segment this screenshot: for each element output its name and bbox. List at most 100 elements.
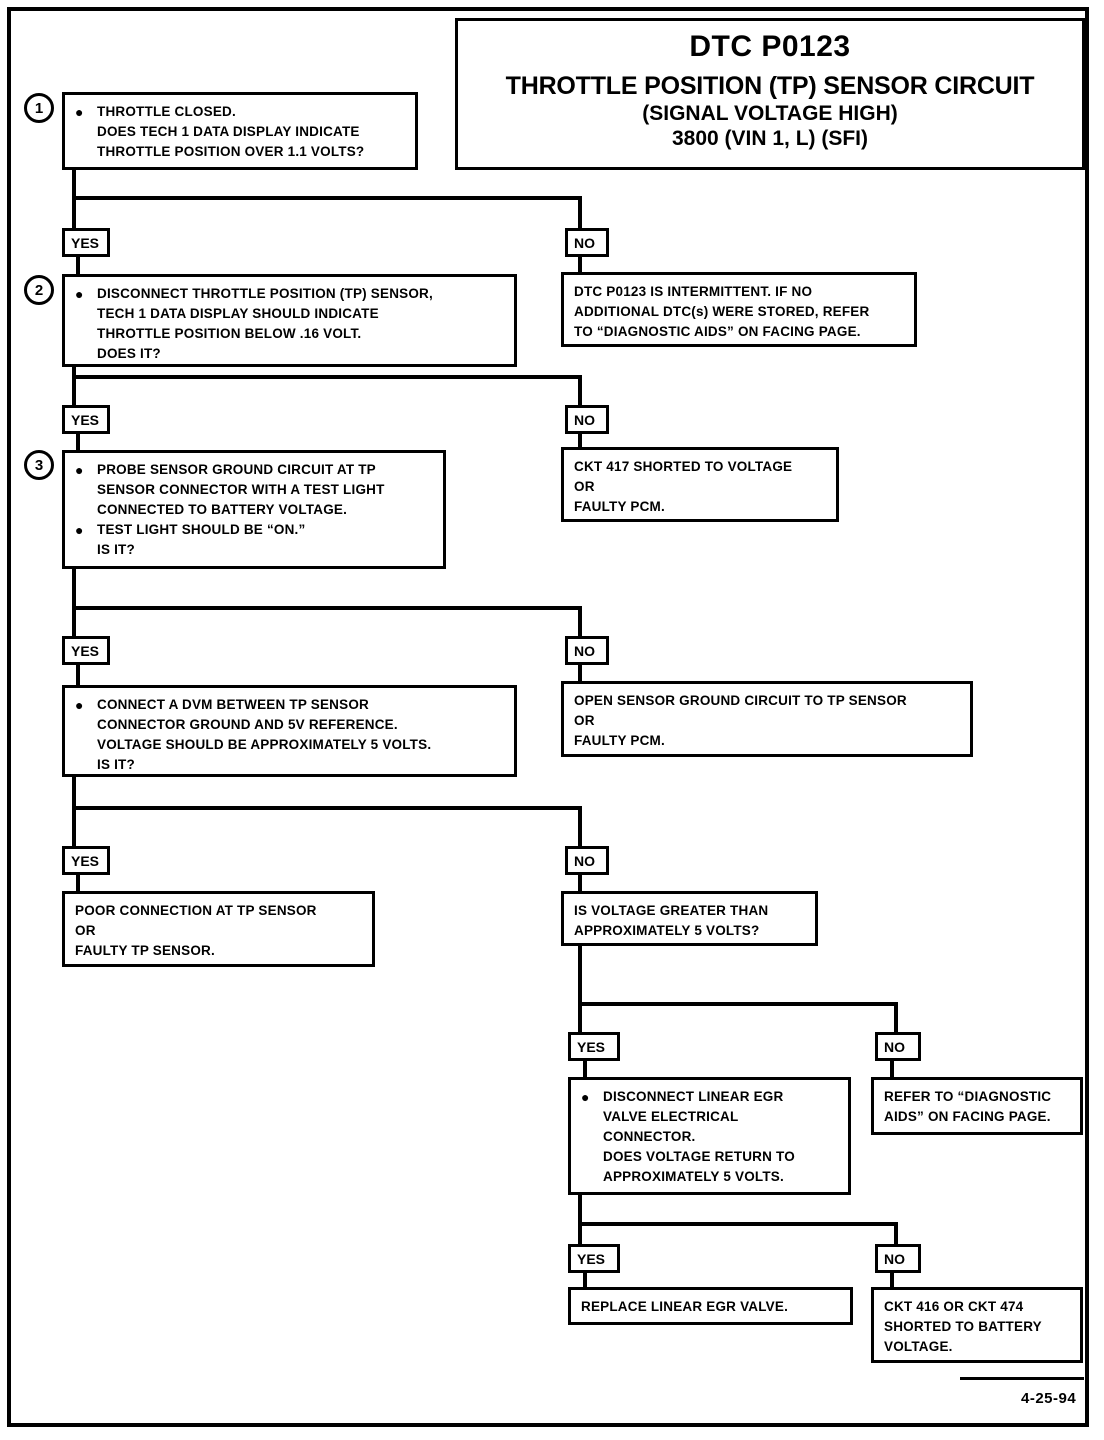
step-6-line-3: CONNECTOR. — [603, 1129, 696, 1144]
step-2-line-1: DISCONNECT THROTTLE POSITION (TP) SENSOR… — [97, 286, 433, 301]
step-5-no-line-1: REFER TO “DIAGNOSTIC — [884, 1089, 1052, 1104]
step-5-line-1: IS VOLTAGE GREATER THAN — [574, 903, 769, 918]
step-6-no-result-box: CKT 416 OR CKT 474 SHORTED TO BATTERY VO… — [871, 1287, 1083, 1363]
connector-line — [72, 196, 582, 200]
step-3-no-result-box: OPEN SENSOR GROUND CIRCUIT TO TP SENSOR … — [561, 681, 973, 757]
step-6-box: ● DISCONNECT LINEAR EGR VALVE ELECTRICAL… — [568, 1077, 851, 1195]
connector-line — [578, 806, 582, 846]
branch-tag-no: NO — [875, 1244, 921, 1273]
step-2-no-result-box: CKT 417 SHORTED TO VOLTAGE OR FAULTY PCM… — [561, 447, 839, 522]
bullet-icon: ● — [75, 462, 84, 478]
step-4-yes-line-2: OR — [75, 923, 96, 938]
connector-line — [72, 806, 582, 810]
connector-line — [76, 432, 80, 452]
connector-line — [578, 946, 582, 1032]
step-1-line-1: THROTTLE CLOSED. — [97, 104, 236, 119]
step-6-yes-result-box: REPLACE LINEAR EGR VALVE. — [568, 1287, 853, 1325]
connector-line — [72, 367, 76, 407]
bullet-icon: ● — [75, 104, 84, 120]
step-6-no-line-1: CKT 416 OR CKT 474 — [884, 1299, 1024, 1314]
engine-application: 3800 (VIN 1, L) (SFI) — [671, 127, 869, 150]
connector-line — [578, 1002, 898, 1006]
bullet-icon: ● — [75, 697, 84, 713]
branch-label: YES — [71, 411, 100, 428]
branch-tag-yes: YES — [62, 405, 110, 434]
step-2-line-2: TECH 1 DATA DISPLAY SHOULD INDICATE — [97, 306, 379, 321]
branch-label: YES — [71, 642, 100, 659]
step-6-no-line-2: SHORTED TO BATTERY — [884, 1319, 1042, 1334]
connector-line — [578, 663, 582, 683]
step-2-line-3: THROTTLE POSITION BELOW .16 VOLT. — [97, 326, 362, 341]
branch-label: YES — [577, 1250, 606, 1267]
step-6-line-4: DOES VOLTAGE RETURN TO — [603, 1149, 795, 1164]
bullet-icon: ● — [75, 522, 84, 538]
step-4-line-3: VOLTAGE SHOULD BE APPROXIMATELY 5 VOLTS. — [97, 737, 432, 752]
branch-tag-no: NO — [875, 1032, 921, 1061]
connector-line — [76, 873, 80, 895]
step-3-box: ● PROBE SENSOR GROUND CIRCUIT AT TP SENS… — [62, 450, 446, 569]
connector-line — [76, 255, 80, 277]
step-2-no-line-2: OR — [574, 479, 595, 494]
circuit-title: THROTTLE POSITION (TP) SENSOR CIRCUIT — [505, 72, 1035, 100]
branch-tag-yes: YES — [568, 1244, 620, 1273]
connector-line — [578, 432, 582, 449]
branch-label: NO — [574, 852, 595, 869]
step-6-line-1: DISCONNECT LINEAR EGR — [603, 1089, 784, 1104]
step-6-line-2: VALVE ELECTRICAL — [603, 1109, 739, 1124]
step-5-no-result-box: REFER TO “DIAGNOSTIC AIDS” ON FACING PAG… — [871, 1077, 1083, 1135]
page-border — [7, 7, 1089, 1427]
branch-tag-yes: YES — [62, 846, 110, 875]
branch-label: YES — [577, 1038, 606, 1055]
footer-divider — [960, 1377, 1084, 1380]
step-3-no-line-1: OPEN SENSOR GROUND CIRCUIT TO TP SENSOR — [574, 693, 907, 708]
step-6-no-line-3: VOLTAGE. — [884, 1339, 953, 1354]
step-3-no-line-2: OR — [574, 713, 595, 728]
branch-tag-yes: YES — [568, 1032, 620, 1061]
branch-tag-no: NO — [565, 636, 609, 665]
bullet-icon: ● — [581, 1089, 590, 1105]
step-4-yes-result-box: POOR CONNECTION AT TP SENSOR OR FAULTY T… — [62, 891, 375, 967]
step-4-line-4: IS IT? — [97, 757, 135, 772]
step-1-no-line-3: TO “DIAGNOSTIC AIDS” ON FACING PAGE. — [574, 324, 861, 339]
connector-line — [890, 1271, 894, 1289]
step-1-line-3: THROTTLE POSITION OVER 1.1 VOLTS? — [97, 144, 365, 159]
branch-tag-no: NO — [565, 846, 609, 875]
step-1-no-line-1: DTC P0123 IS INTERMITTENT. IF NO — [574, 284, 813, 299]
connector-line — [894, 1222, 898, 1244]
step-number-3: 3 — [24, 450, 54, 480]
step-5-no-line-2: AIDS” ON FACING PAGE. — [884, 1109, 1051, 1124]
step-5-box: IS VOLTAGE GREATER THAN APPROXIMATELY 5 … — [561, 891, 818, 946]
step-2-box: ● DISCONNECT THROTTLE POSITION (TP) SENS… — [62, 274, 517, 367]
connector-line — [583, 1059, 587, 1079]
step-1-box: ● THROTTLE CLOSED. DOES TECH 1 DATA DISP… — [62, 92, 418, 170]
step-number-1: 1 — [24, 93, 54, 123]
step-2-no-line-1: CKT 417 SHORTED TO VOLTAGE — [574, 459, 793, 474]
step-6-line-5: APPROXIMATELY 5 VOLTS. — [603, 1169, 784, 1184]
title-block: DTC P0123 THROTTLE POSITION (TP) SENSOR … — [455, 18, 1085, 170]
revision-date: 4-25-94 — [1021, 1390, 1077, 1407]
connector-line — [578, 606, 582, 636]
step-5-line-2: APPROXIMATELY 5 VOLTS? — [574, 923, 760, 938]
step-4-box: ● CONNECT A DVM BETWEEN TP SENSOR CONNEC… — [62, 685, 517, 777]
circuit-subtitle: (SIGNAL VOLTAGE HIGH) — [642, 102, 898, 125]
connector-line — [578, 196, 582, 228]
step-4-line-2: CONNECTOR GROUND AND 5V REFERENCE. — [97, 717, 398, 732]
branch-label: YES — [71, 234, 100, 251]
connector-line — [578, 375, 582, 405]
connector-line — [894, 1002, 898, 1032]
branch-label: NO — [574, 234, 595, 251]
connector-line — [72, 569, 76, 639]
branch-tag-no: NO — [565, 405, 609, 434]
step-number-2: 2 — [24, 275, 54, 305]
connector-line — [890, 1059, 894, 1079]
connector-line — [76, 663, 80, 685]
dtc-code: DTC P0123 — [689, 30, 851, 63]
connector-line — [578, 1195, 582, 1257]
connector-line — [72, 375, 582, 379]
step-4-yes-line-1: POOR CONNECTION AT TP SENSOR — [75, 903, 317, 918]
branch-label: NO — [574, 642, 595, 659]
branch-label: NO — [574, 411, 595, 428]
step-4-yes-line-3: FAULTY TP SENSOR. — [75, 943, 215, 958]
branch-label: NO — [884, 1250, 905, 1267]
